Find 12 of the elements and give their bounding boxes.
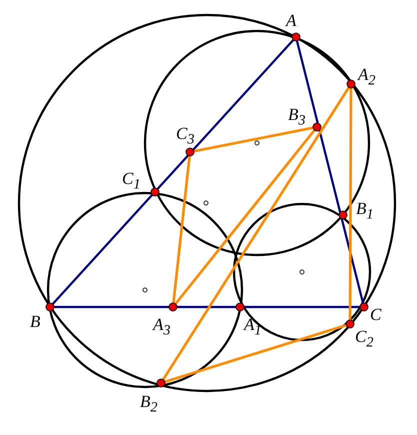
point-label: B$_{2}$ [140,393,158,415]
point-label: B$_{3}$ [288,106,306,128]
point-label: A$_{3}$ [153,316,170,338]
point-label: A$_{2}$ [358,66,376,88]
point-label: B$_{1}$ [356,200,374,222]
point-label: C$_{3}$ [176,125,194,147]
point-label: B [30,313,40,330]
point-label: C [370,306,382,323]
point-label: A$_{1}$ [244,316,262,338]
point-label: C$_{2}$ [355,328,374,350]
point-label: A [286,12,296,29]
point-label: C$_{1}$ [122,170,140,192]
